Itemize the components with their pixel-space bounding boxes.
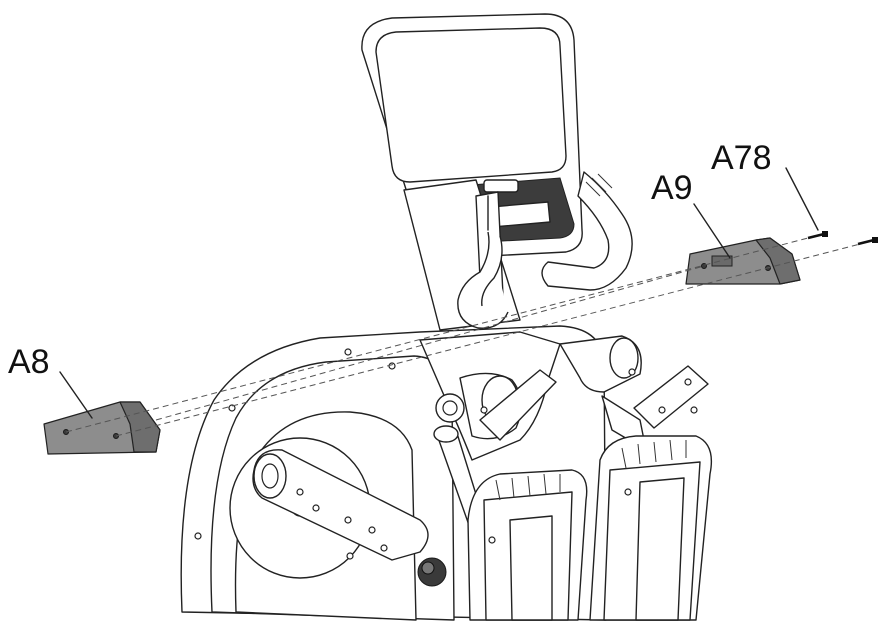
label-a9: A9 bbox=[651, 169, 693, 207]
crank-arm bbox=[252, 449, 447, 587]
assembly-guide-lines bbox=[65, 237, 861, 437]
a78-screws bbox=[807, 231, 878, 246]
a9-cover-part bbox=[685, 237, 801, 285]
pivot-assembly bbox=[419, 331, 642, 530]
label-a8: A8 bbox=[8, 343, 50, 381]
console-screen bbox=[375, 27, 567, 183]
a8-cover-part bbox=[43, 401, 161, 455]
label-a78: A78 bbox=[711, 139, 772, 177]
right-pedal bbox=[589, 406, 713, 621]
handlebars bbox=[457, 171, 633, 329]
callout-leader-lines bbox=[59, 167, 819, 419]
left-pedal bbox=[467, 469, 588, 621]
